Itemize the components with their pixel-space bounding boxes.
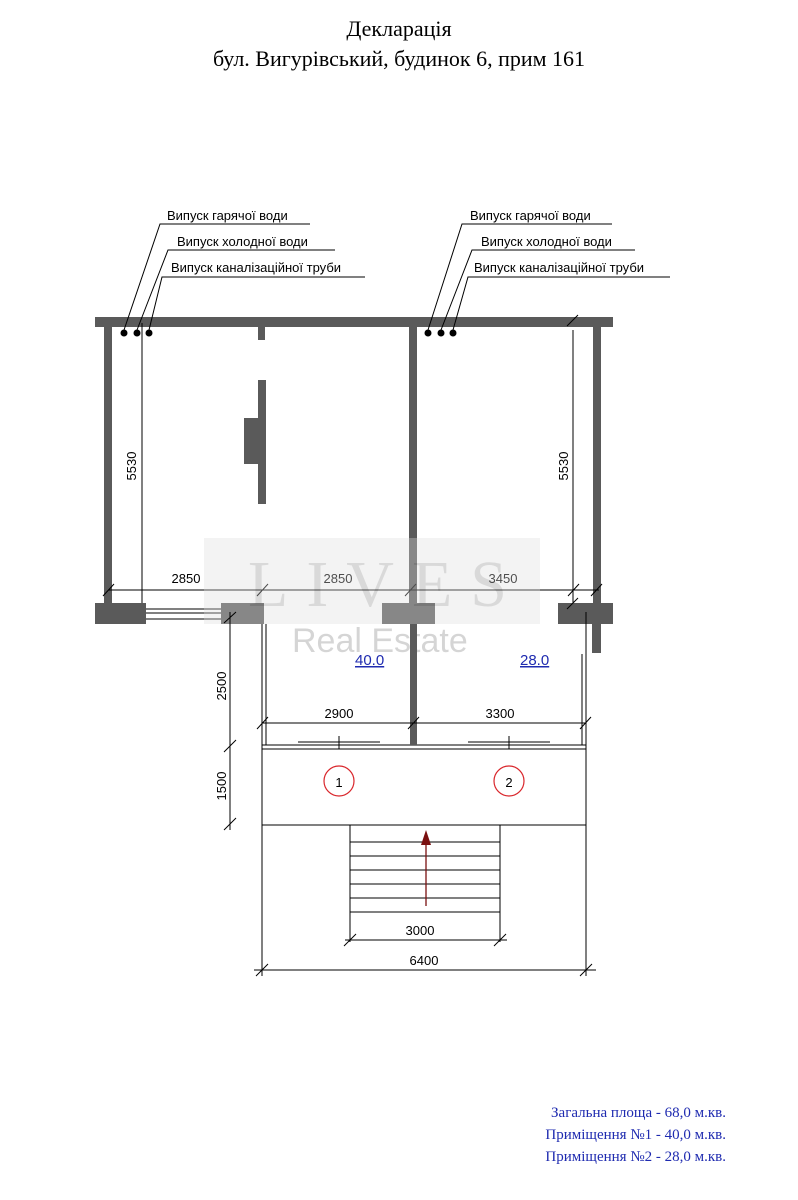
page-title: Декларація (346, 16, 452, 41)
label-hot-water-1: Випуск гарячої води (167, 208, 288, 223)
label-sewer-1: Випуск каналізаційної труби (171, 260, 341, 275)
partition-block (244, 418, 259, 464)
middle-wall (409, 323, 417, 607)
wall-stub (258, 323, 265, 340)
dim-porch-right: 3300 (486, 706, 515, 721)
page-address: бул. Вигурівський, будинок 6, прим 161 (212, 46, 586, 71)
summary-room1: Приміщення №1 - 40,0 м.кв. (545, 1127, 726, 1143)
label-cold-water-1: Випуск холодної води (177, 234, 308, 249)
room-marker-2-label: 2 (505, 775, 512, 790)
sewer-dot-1 (145, 329, 153, 337)
watermark-box (204, 538, 540, 624)
hot-water-dot-2 (424, 329, 432, 337)
bottom-wall-mid (382, 603, 435, 624)
interior-partition (258, 380, 266, 504)
bottom-wall-left (95, 603, 146, 624)
right-wall (593, 323, 601, 607)
porch-outline (261, 612, 587, 826)
dim-porch-depth: 2500 (214, 672, 229, 701)
cold-water-dot-2 (437, 329, 445, 337)
label-cold-water-2: Випуск холодної води (481, 234, 612, 249)
bottom-wall-center (221, 603, 264, 624)
hot-water-dot-1 (120, 329, 128, 337)
summary-room2: Приміщення №2 - 28,0 м.кв. (545, 1149, 726, 1165)
dim-width-right: 3450 (489, 571, 518, 586)
dim-left-height: 5530 (124, 452, 139, 481)
dim-width-left: 2850 (172, 571, 201, 586)
dim-total-width: 6400 (410, 953, 439, 968)
watermark-subtitle: Real Estate (292, 622, 468, 660)
summary-total: Загальна площа - 68,0 м.кв. (551, 1105, 726, 1121)
porch-divider-wall (410, 624, 417, 745)
left-wall (104, 323, 112, 607)
right-pillar (592, 603, 601, 653)
room-marker-1-label: 1 (335, 775, 342, 790)
label-hot-water-2: Випуск гарячої води (470, 208, 591, 223)
dim-landing-depth: 1500 (214, 772, 229, 801)
room-marker-2 (493, 765, 525, 797)
top-wall (95, 317, 613, 327)
cold-water-dot-1 (133, 329, 141, 337)
watermark-brand: LIVES (248, 548, 525, 621)
entry-window (146, 608, 221, 620)
stairs-arrow-head (421, 830, 431, 845)
dim-porch-left: 2900 (325, 706, 354, 721)
dim-width-middle: 2850 (324, 571, 353, 586)
dim-stairs-width: 3000 (406, 923, 435, 938)
sewer-dot-2 (449, 329, 457, 337)
label-sewer-2: Випуск каналізаційної труби (474, 260, 644, 275)
room-marker-1 (323, 765, 355, 797)
area-room2: 28.0 (520, 652, 549, 669)
dim-right-height: 5530 (556, 452, 571, 481)
area-room1: 40.0 (355, 652, 384, 669)
